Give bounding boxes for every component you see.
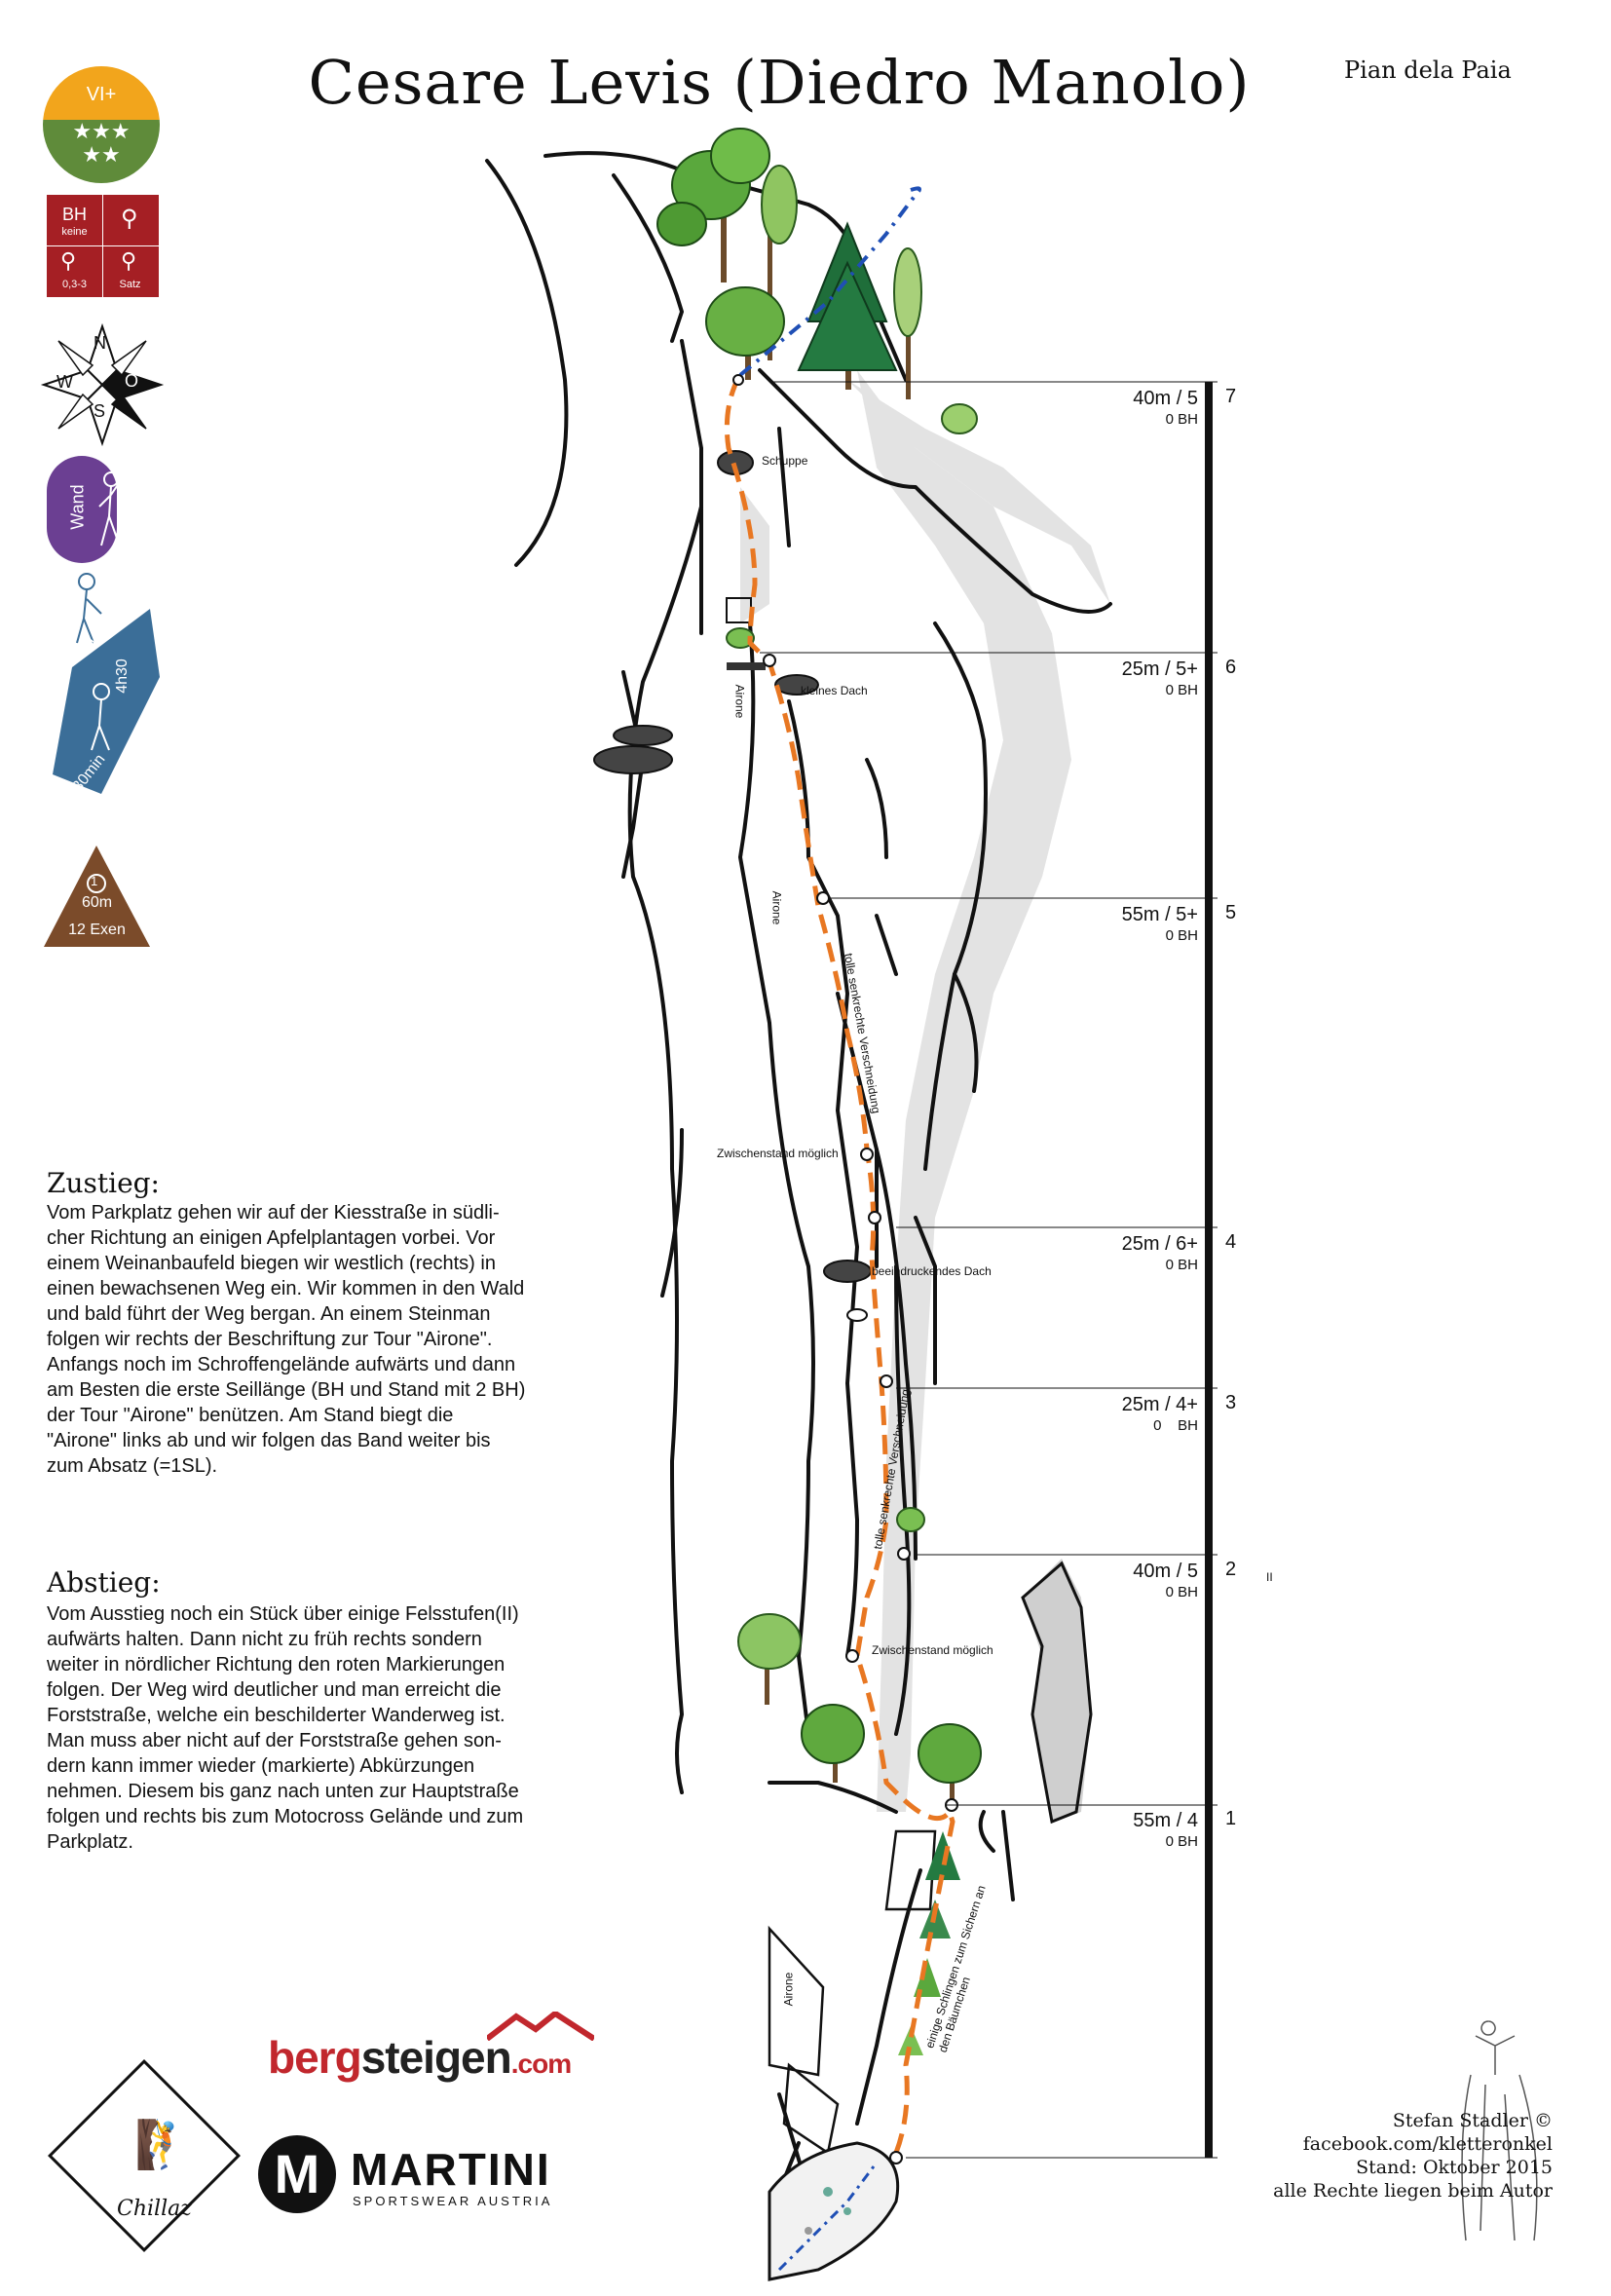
abstieg-heading: Abstieg: [47, 1566, 161, 1599]
label-airone: Airone [732, 684, 747, 719]
quickdraw-icon: ⚲ [121, 206, 138, 232]
route-line [724, 376, 955, 2154]
pitch-length: 40m / 5 [1133, 388, 1198, 409]
rock-pillar [1021, 1561, 1093, 1825]
pitch-number: 1 [1225, 1808, 1237, 1829]
label-zwischenstand: Zwischenstand möglich [717, 1147, 839, 1160]
pitch-number: 3 [1225, 1392, 1237, 1413]
time-badge [53, 573, 160, 794]
zustieg-heading: Zustieg: [47, 1167, 160, 1199]
compass-icon [40, 322, 165, 447]
chillaz-logo: Chillaz 🧗 [48, 2059, 241, 2252]
martini-logo-icon: M [258, 2135, 336, 2213]
quickdraws: 12 Exen [68, 922, 126, 938]
pitch-number: 6 [1225, 657, 1237, 678]
mountain-logo-icon [487, 2012, 594, 2041]
credits: Stefan Stadler © facebook.com/kletteronk… [1273, 2109, 1553, 2202]
pitch-length: 55m / 5+ [1121, 904, 1198, 925]
credits-author: Stefan Stadler © [1392, 2110, 1553, 2131]
compass-w: W [56, 372, 73, 392]
slope-shading [847, 380, 1110, 604]
cams-set: Satz [119, 279, 141, 290]
pitch-length: 55m / 4 [1133, 1810, 1198, 1831]
pitch-number: 7 [1225, 386, 1237, 407]
compass-s: S [94, 401, 106, 421]
area-name: Pian dela Paia [1344, 56, 1512, 84]
pitch-number: 2 [1225, 1559, 1237, 1580]
label-schuppe: Schuppe [762, 454, 808, 468]
pitch-bolts: 0 BH [1165, 1833, 1198, 1850]
compass-o: O [125, 371, 139, 391]
credits-stand: Stand: Oktober 2015 [1356, 2157, 1553, 2178]
pitch-number: 5 [1225, 902, 1237, 923]
climb-time: 4h30 [113, 659, 131, 694]
pitch-bolts: 0 BH [1165, 1584, 1198, 1600]
climber-logo-icon: 🧗 [134, 2120, 193, 2171]
climber-sketch [1461, 2020, 1538, 2241]
nuts-range: 0,3-3 [61, 279, 88, 290]
compass-n: N [94, 333, 106, 353]
bolts-sub: keine [61, 226, 88, 238]
credits-rights: alle Rechte liegen beim Autor [1273, 2180, 1553, 2202]
zustieg-text: Vom Parkplatz gehen wir auf der Kiesstra… [47, 1202, 526, 1477]
pitch-bolts: 0 BH [1165, 682, 1198, 698]
rope-count: 1 [91, 874, 98, 888]
cam-icon: ⚲ [121, 248, 137, 273]
nut-icon: ⚲ [60, 248, 77, 273]
label-airone: Airone [769, 890, 784, 925]
chillaz-wordmark: Chillaz [117, 2197, 192, 2221]
trees [656, 128, 982, 2055]
pitch-length: 25m / 4+ [1121, 1394, 1198, 1415]
credits-facebook: facebook.com/kletteronkel [1302, 2133, 1553, 2155]
descent-path [738, 186, 921, 377]
martini-sub: SPORTSWEAR AUSTRIA [353, 2194, 553, 2208]
pitch-number: 4 [1225, 1231, 1237, 1253]
climber-icon [98, 471, 124, 546]
label-zwischenstand: Zwischenstand möglich [872, 1643, 993, 1657]
pitch-separator-lines [760, 381, 1218, 2159]
rope-length: 60m [81, 894, 113, 911]
gear-badge [44, 846, 150, 947]
route-title: Cesare Levis (Diedro Manolo) [308, 47, 1251, 118]
label-descent-grade: II [1266, 1570, 1273, 1584]
stars-top: ★★★ [72, 119, 131, 143]
stars-bottom: ★★ [82, 142, 121, 167]
style-badge: Wand [47, 456, 117, 563]
pitch-length: 25m / 6+ [1121, 1233, 1198, 1255]
martini-wordmark: MARTINI [351, 2144, 551, 2195]
abstieg-text: Vom Ausstieg noch ein Stück über einige … [47, 1603, 524, 1853]
ledge-mark [727, 662, 766, 670]
label-airone: Airone [781, 1972, 796, 2007]
bolts-badge: BH keine ⚲ ⚲ ⚲ 0,3-3 Satz [47, 195, 159, 297]
grade-badge: VI+ ★★★ ★★ [43, 66, 160, 183]
style-label: Wand [67, 484, 88, 530]
pitch-bolts: 0 BH [1153, 1417, 1198, 1434]
label-kleines-dach: kleines Dach [801, 684, 868, 697]
bergsteigen-logo: bergsteigen.com [268, 2032, 572, 2083]
pitch-bolts: 0 BH [1165, 927, 1198, 944]
bolts-label: BH [61, 205, 87, 224]
pitch-length: 40m / 5 [1133, 1561, 1198, 1582]
pitch-bolts: 0 BH [1165, 411, 1198, 428]
pitch-length: 25m / 5+ [1121, 659, 1198, 680]
pitch-bolts: 0 BH [1165, 1257, 1198, 1273]
label-dach: beeindruckendes Dach [872, 1264, 992, 1278]
approach-path [777, 2162, 879, 2272]
